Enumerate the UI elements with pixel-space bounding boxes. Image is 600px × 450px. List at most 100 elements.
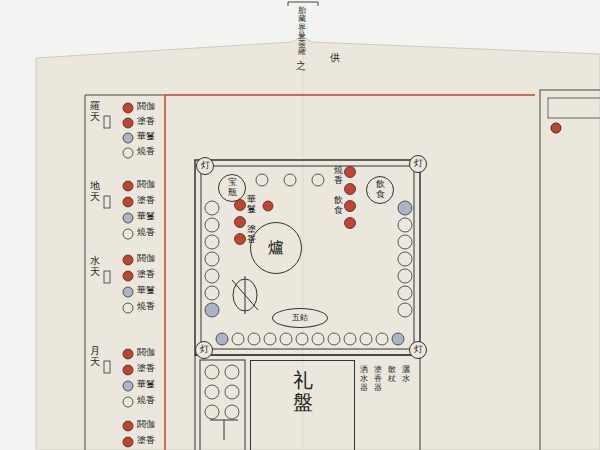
offering-dot [205, 385, 219, 399]
offering-label: 閼伽 [137, 348, 155, 358]
offering-dot [235, 234, 246, 245]
offering-dot [123, 271, 133, 281]
offering-label: 灑水 [402, 366, 410, 384]
offering-dot [123, 197, 133, 207]
offering-dot [345, 201, 356, 212]
node-label: 灯 [414, 345, 423, 355]
offering-dot [205, 303, 219, 317]
node-label: 灯 [201, 161, 210, 171]
deity-name: 地天 [90, 180, 100, 202]
offering-dot [123, 365, 133, 375]
offering-dot [123, 287, 133, 297]
offering-label: 閼伽 [137, 420, 155, 430]
offering-label: 之 [296, 60, 306, 71]
offering-dot [123, 421, 133, 431]
offering-label: 燒香 [334, 166, 343, 186]
deity-mark [104, 271, 110, 283]
altar-vessel: 五鈷 [272, 308, 328, 328]
offering-dot [123, 103, 133, 113]
offering-dot [398, 201, 412, 215]
offering-label: 燒香 [137, 147, 155, 157]
offering-dot [225, 405, 239, 419]
offering-dot [256, 174, 268, 186]
offering-dot [232, 333, 244, 345]
offering-dot [123, 255, 133, 265]
offering-label: 閼伽 [137, 254, 155, 264]
offering-dot [205, 235, 219, 249]
red-rule [164, 95, 166, 450]
offering-dot [551, 123, 561, 133]
offering-dot [284, 174, 296, 186]
node-label: 宝瓶 [228, 178, 237, 198]
offering-label: 華鬘 [137, 212, 155, 222]
altar-vessel: 宝瓶 [218, 174, 246, 202]
offering-dot [123, 148, 133, 158]
offering-label: 華鬘 [137, 380, 155, 390]
offering-dot [123, 437, 133, 447]
offering-dot [123, 349, 133, 359]
offering-dot [123, 118, 133, 128]
offering-dot [296, 333, 308, 345]
offering-label: 閼伽 [137, 180, 155, 190]
offering-label: 塗香 [137, 117, 155, 127]
deity-name: 羅天 [90, 100, 100, 122]
offering-dot [345, 218, 356, 229]
offering-dot [216, 333, 228, 345]
altar-vessel: 灯 [195, 341, 213, 359]
offering-dot [398, 269, 412, 283]
offering-dot [123, 229, 133, 239]
offering-dot [312, 333, 324, 345]
offering-label: 散杖 [388, 366, 396, 384]
offering-dot [263, 201, 273, 211]
deity-name: 水天 [90, 255, 100, 277]
offering-dot [205, 201, 219, 215]
node-label: 飲食 [376, 180, 385, 200]
offering-label: 塗香 [137, 436, 155, 446]
offering-dot [392, 333, 404, 345]
altar-outer [195, 160, 420, 355]
panel-border [85, 95, 165, 96]
offering-dot [398, 286, 412, 300]
deity-mark [104, 116, 110, 128]
offering-label: 塗香器 [374, 366, 382, 392]
offering-label: 供 [330, 52, 340, 63]
offering-dot [123, 381, 133, 391]
offering-label: 燒香 [137, 228, 155, 238]
offering-dot [123, 133, 133, 143]
paper-sheet [36, 36, 600, 450]
node-label: 灯 [414, 159, 423, 169]
offering-dot [398, 218, 412, 232]
offering-dot [123, 397, 133, 407]
offering-dot [205, 252, 219, 266]
altar-vessel: 灯 [409, 341, 427, 359]
offering-label: 塗香 [247, 225, 256, 245]
offering-dot [225, 385, 239, 399]
offering-dot [248, 333, 260, 345]
offering-dot [205, 405, 219, 419]
offering-dot [376, 333, 388, 345]
node-label: 灯 [200, 345, 209, 355]
offering-dot [328, 333, 340, 345]
altar-inner [201, 166, 414, 349]
offering-dot [205, 269, 219, 283]
offering-dot [205, 365, 219, 379]
node-label: 五鈷 [292, 314, 308, 323]
altar-vessel: 灯 [409, 155, 427, 173]
offering-label: 洒水器 [360, 366, 368, 392]
deity-mark [104, 361, 110, 373]
offering-label: 華鬘 [137, 132, 155, 142]
lower-frame [195, 355, 420, 450]
offering-label: 燒香 [137, 302, 155, 312]
offering-dot [344, 333, 356, 345]
offering-dot [264, 333, 276, 345]
offering-dot [123, 181, 133, 191]
offering-dot [205, 286, 219, 300]
offering-label: 飲食 [334, 196, 343, 216]
offering-dot [398, 252, 412, 266]
altar-vessel: 飲食 [366, 176, 394, 204]
offering-label: 燒香 [137, 396, 155, 406]
offering-label: 塗香 [137, 196, 155, 206]
offering-dot [360, 333, 372, 345]
table-item [224, 420, 225, 440]
